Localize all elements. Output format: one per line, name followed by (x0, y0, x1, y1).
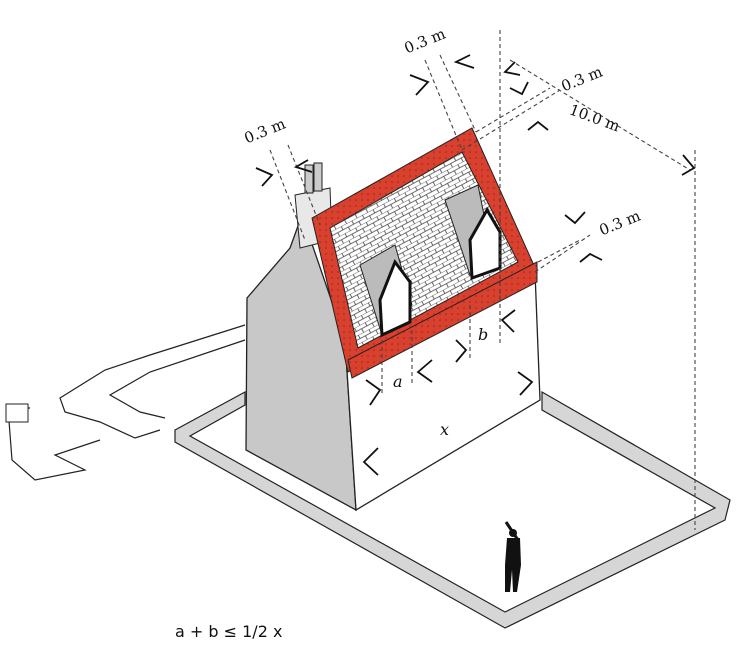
path-post (5, 403, 29, 423)
dormer-left (359, 244, 413, 338)
dimension-arrows (255, 54, 696, 476)
human-figure (504, 521, 521, 592)
plot-boundary (174, 390, 731, 629)
eave-trim (347, 261, 538, 379)
dormer-right (444, 184, 502, 281)
formula: a + b ≤ 1/2 x (175, 622, 283, 641)
dimension-lines (269, 30, 696, 530)
label-b: b (478, 325, 489, 344)
label-x: x (440, 420, 450, 439)
label-a: a (393, 372, 403, 391)
